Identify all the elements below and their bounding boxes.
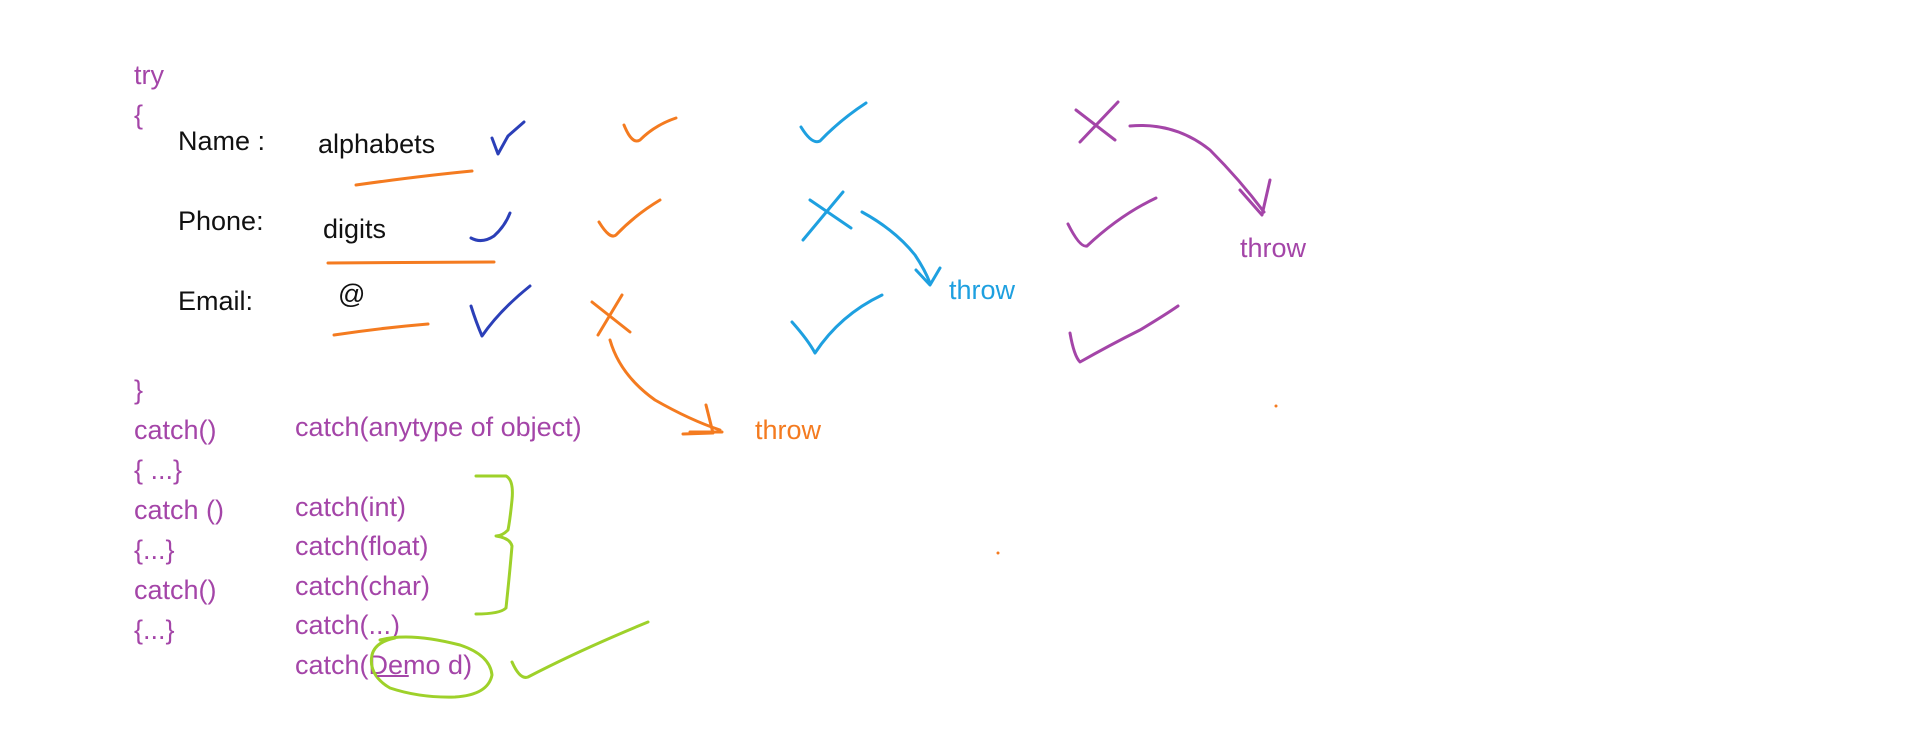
orange-throw-arrow	[608, 338, 722, 432]
try-keyword: try	[134, 60, 164, 90]
navy-checkmarks	[469, 120, 532, 338]
blue-throw-arrow	[860, 210, 932, 285]
field-label-email: Email:	[178, 286, 254, 316]
catch-right-int: catch(int)	[295, 492, 407, 522]
orange-cross-email-a	[590, 300, 632, 334]
green-brace	[474, 474, 514, 616]
green-strokes	[369, 474, 650, 699]
try-open-brace: {	[134, 100, 144, 130]
catch-left-2: { ...}	[134, 455, 183, 485]
blue-check-email	[790, 293, 884, 355]
try-close-brace: }	[134, 375, 144, 405]
navy-check-phone	[469, 211, 512, 243]
orange-check-phone	[597, 198, 662, 238]
field-value-email: @	[338, 279, 366, 309]
purple-throw-arrow	[1128, 124, 1266, 214]
purple-cross-name-b	[1078, 100, 1120, 144]
blue-arrowhead	[914, 266, 942, 287]
field-label-name: Name :	[178, 126, 266, 156]
orange-dot-2	[996, 551, 1000, 555]
field-label-phone: Phone:	[178, 206, 264, 236]
orange-underline-phone	[326, 260, 496, 265]
catch-left-6: {...}	[134, 615, 175, 645]
purple-strokes	[1066, 100, 1272, 364]
orange-dot-1	[1274, 404, 1278, 408]
catch-right-demo: catch(Demo d)	[295, 650, 473, 680]
orange-arrowhead	[681, 403, 724, 436]
navy-check-name	[490, 120, 526, 156]
catch-left-1: catch()	[134, 415, 217, 445]
navy-check-email	[469, 284, 532, 338]
blue-cross-phone-a	[808, 198, 853, 230]
throw-label-blue: throw	[949, 275, 1016, 305]
catch-right-anytype: catch(anytype of object)	[295, 412, 582, 442]
catch-right-ellipsis: catch(...)	[295, 610, 401, 640]
purple-check-email	[1068, 304, 1180, 364]
catch-left-5: catch()	[134, 575, 217, 605]
purple-check-phone	[1066, 196, 1158, 248]
throw-label-purple: throw	[1240, 233, 1307, 263]
catch-right-char: catch(char)	[295, 571, 431, 601]
field-value-phone: digits	[323, 214, 387, 244]
purple-arrowhead	[1238, 178, 1272, 217]
throw-label-orange: throw	[755, 415, 822, 445]
orange-strokes	[326, 116, 724, 436]
orange-check-name	[622, 116, 678, 143]
catch-left-4: {...}	[134, 535, 175, 565]
green-circle-demo	[369, 635, 494, 699]
blue-strokes	[790, 101, 942, 355]
catch-right-float: catch(float)	[295, 531, 429, 561]
field-value-name: alphabets	[318, 129, 436, 159]
catch-left-3: catch ()	[134, 495, 225, 525]
orange-underline-email	[332, 322, 430, 337]
orange-underline-name	[354, 169, 474, 187]
blue-check-name	[799, 101, 868, 144]
green-check-demo	[510, 620, 650, 679]
orange-cross-email-b	[596, 293, 624, 337]
blue-cross-phone-b	[801, 190, 845, 242]
